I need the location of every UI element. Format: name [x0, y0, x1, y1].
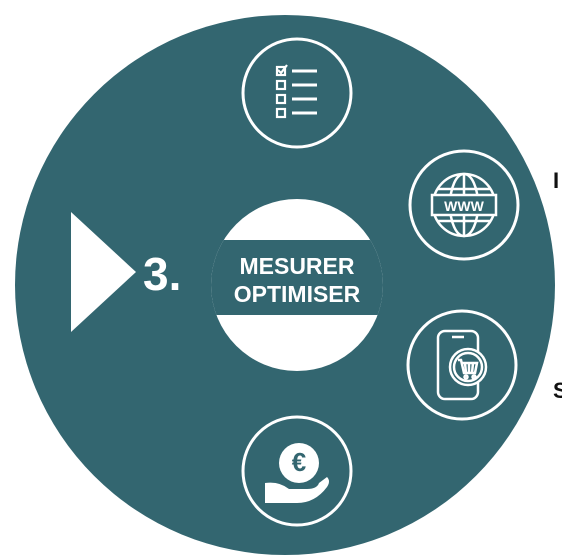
mobile-cart-icon	[406, 309, 518, 421]
play-arrow-icon	[71, 212, 136, 332]
cropped-edge-text-bottom: S	[553, 378, 562, 403]
step-number: 3.	[143, 248, 181, 300]
center-title-line1: MESURER	[239, 253, 354, 279]
euro-symbol: €	[292, 447, 306, 477]
center-title-line2: OPTIMISER	[234, 281, 361, 307]
globe-www-icon	[408, 149, 520, 261]
checklist-icon	[241, 37, 353, 149]
euro-coin-hand-icon	[241, 415, 353, 527]
cropped-edge-text-top: I	[553, 168, 560, 193]
globe-www-label: WWW	[444, 198, 484, 214]
center-badge	[211, 199, 383, 371]
